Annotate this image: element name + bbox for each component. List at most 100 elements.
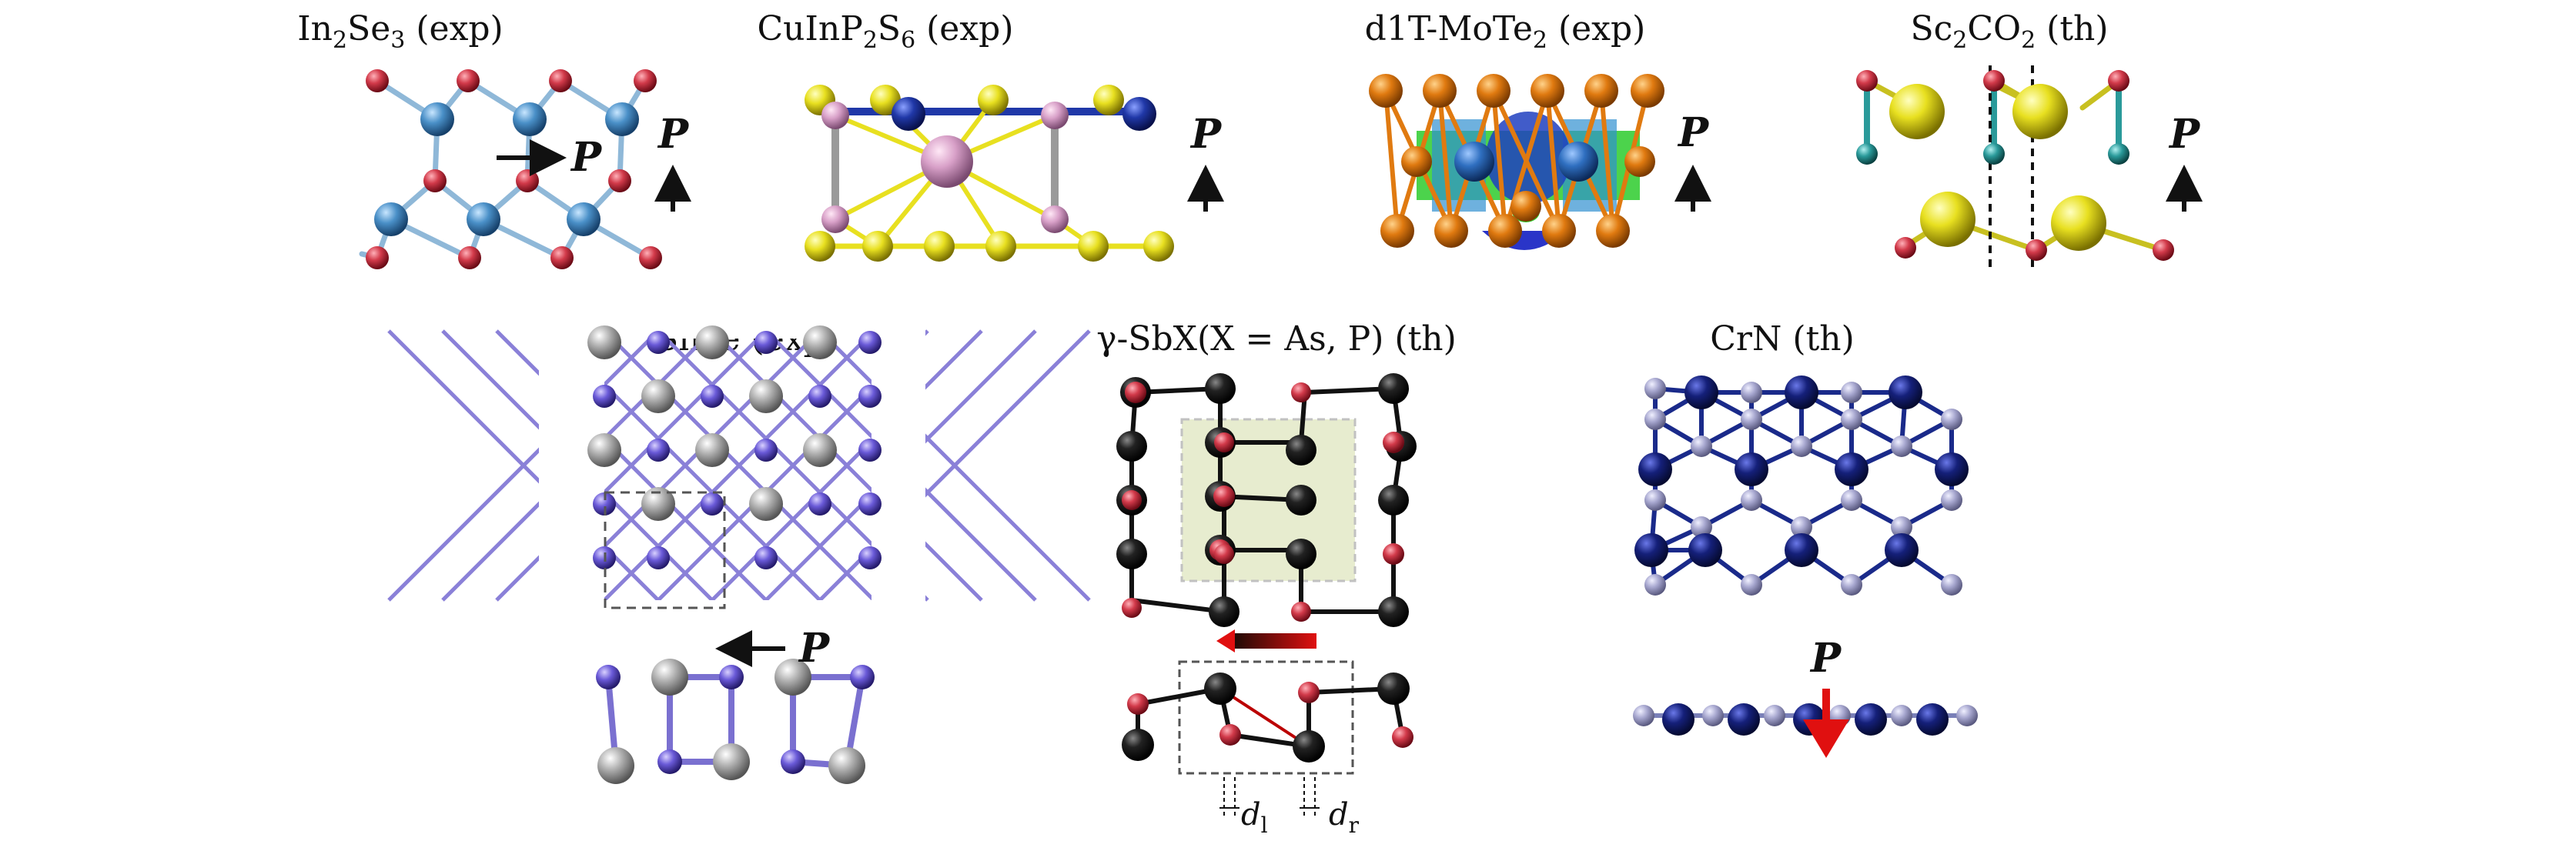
n-atom — [1741, 409, 1762, 430]
te-atom — [596, 665, 621, 689]
n-atom — [1644, 378, 1666, 399]
sn-te-bond — [711, 329, 983, 602]
sb-atom — [1209, 596, 1239, 627]
title-crn: CrN (th) — [1710, 319, 1855, 359]
te-atom — [1596, 214, 1630, 248]
cr-atom — [1835, 452, 1868, 486]
sulfur-atom — [978, 85, 1009, 115]
sb-atom — [1286, 539, 1316, 569]
polarization-arrow-sbx — [1232, 633, 1316, 649]
n-atom — [1644, 574, 1666, 596]
x-atom — [1214, 544, 1234, 564]
n-atom — [1633, 705, 1654, 726]
sn-atom — [749, 487, 783, 521]
cr-atom — [1885, 533, 1919, 567]
x-atom — [1214, 432, 1234, 452]
sn-te-bond — [818, 329, 1091, 602]
te-atom — [593, 385, 616, 408]
cr-atom — [1728, 703, 1760, 736]
n-atom — [1941, 409, 1962, 430]
se-atom — [457, 69, 480, 92]
n-atom — [1791, 436, 1812, 457]
sc-atom — [2051, 195, 2106, 251]
mo-atom — [1558, 142, 1598, 182]
sn-atom — [774, 659, 811, 696]
sb-atom — [1378, 373, 1409, 404]
te-atom — [647, 439, 670, 462]
phosphorus-atom — [1041, 102, 1069, 129]
te-atom — [781, 749, 805, 774]
in-atom — [605, 102, 639, 136]
te-atom — [1369, 74, 1403, 108]
cr-atom — [1889, 375, 1922, 409]
unit-cell — [1178, 660, 1354, 775]
unit-cell — [604, 491, 726, 609]
te-atom — [858, 439, 882, 462]
n-atom — [1941, 489, 1962, 511]
x-atom — [1392, 726, 1413, 748]
title-sc2co2: Sc2CO2 (th) — [1910, 9, 2108, 54]
cr-atom — [1688, 533, 1722, 567]
sn-atom — [828, 747, 865, 784]
mo-te-bond — [1545, 88, 1561, 233]
n-atom — [1691, 436, 1712, 457]
sb-x-bond — [1129, 598, 1226, 614]
n-atom — [1702, 705, 1724, 726]
sn-atom — [695, 325, 729, 359]
se-atom — [550, 246, 574, 269]
panel-in2se3 — [359, 69, 662, 269]
te-atom — [1488, 214, 1522, 248]
panel-mote2 — [1369, 74, 1664, 250]
x-atom — [1122, 490, 1142, 510]
oxygen-atom — [1856, 70, 1878, 92]
te-atom — [701, 492, 724, 516]
n-atom — [1891, 436, 1912, 457]
phosphorus-atom — [1041, 205, 1069, 233]
bond — [1219, 687, 1310, 748]
sn-atom — [749, 379, 783, 413]
x-atom — [1291, 382, 1311, 402]
panel-sc2co2 — [1856, 65, 2174, 269]
mo-te-bond — [1437, 88, 1454, 233]
carbon-atom — [1983, 143, 2005, 165]
te-atom — [850, 665, 875, 689]
se-atom — [366, 246, 389, 269]
mo-te-bond — [1599, 88, 1615, 233]
oxygen-atom — [2026, 239, 2047, 261]
n-atom — [1691, 516, 1712, 538]
n-atom — [1841, 489, 1862, 511]
sb-atom — [1116, 431, 1147, 462]
sulfur-atom — [1143, 231, 1174, 262]
te-atom — [1531, 74, 1564, 108]
indium-atom — [921, 135, 973, 188]
carbon-atom — [2108, 143, 2129, 165]
cr-atom — [1785, 375, 1818, 409]
te-atom — [858, 385, 882, 408]
sn-atom — [803, 433, 837, 467]
polarization-label-in2se3-inplane: P — [570, 134, 603, 181]
se-atom — [639, 246, 662, 269]
polarization-arrowhead-sbx — [1216, 629, 1235, 652]
te-atom — [647, 546, 670, 569]
x-atom — [1383, 544, 1403, 564]
panel-sbx — [1116, 373, 1417, 816]
te-atom — [808, 492, 831, 516]
sb-atom — [1378, 596, 1409, 627]
cu-atom — [892, 97, 925, 131]
sulfur-atom — [1078, 231, 1109, 262]
te-atom — [1380, 214, 1414, 248]
te-atom — [719, 665, 744, 689]
sn-atom — [587, 433, 621, 467]
phosphorus-atom — [821, 205, 849, 233]
in-atom — [420, 102, 454, 136]
sb-atom — [1204, 672, 1236, 705]
title-cuinp2s6: CuInP2S6 (exp) — [757, 9, 1013, 54]
sb-atom — [1286, 485, 1316, 516]
panel-cuinp2s6 — [805, 85, 1174, 262]
sulfur-atom — [862, 231, 893, 262]
phosphorus-atom — [821, 102, 849, 129]
te-atom — [858, 546, 882, 569]
te-atom — [1631, 74, 1664, 108]
mo-atom — [1454, 142, 1494, 182]
